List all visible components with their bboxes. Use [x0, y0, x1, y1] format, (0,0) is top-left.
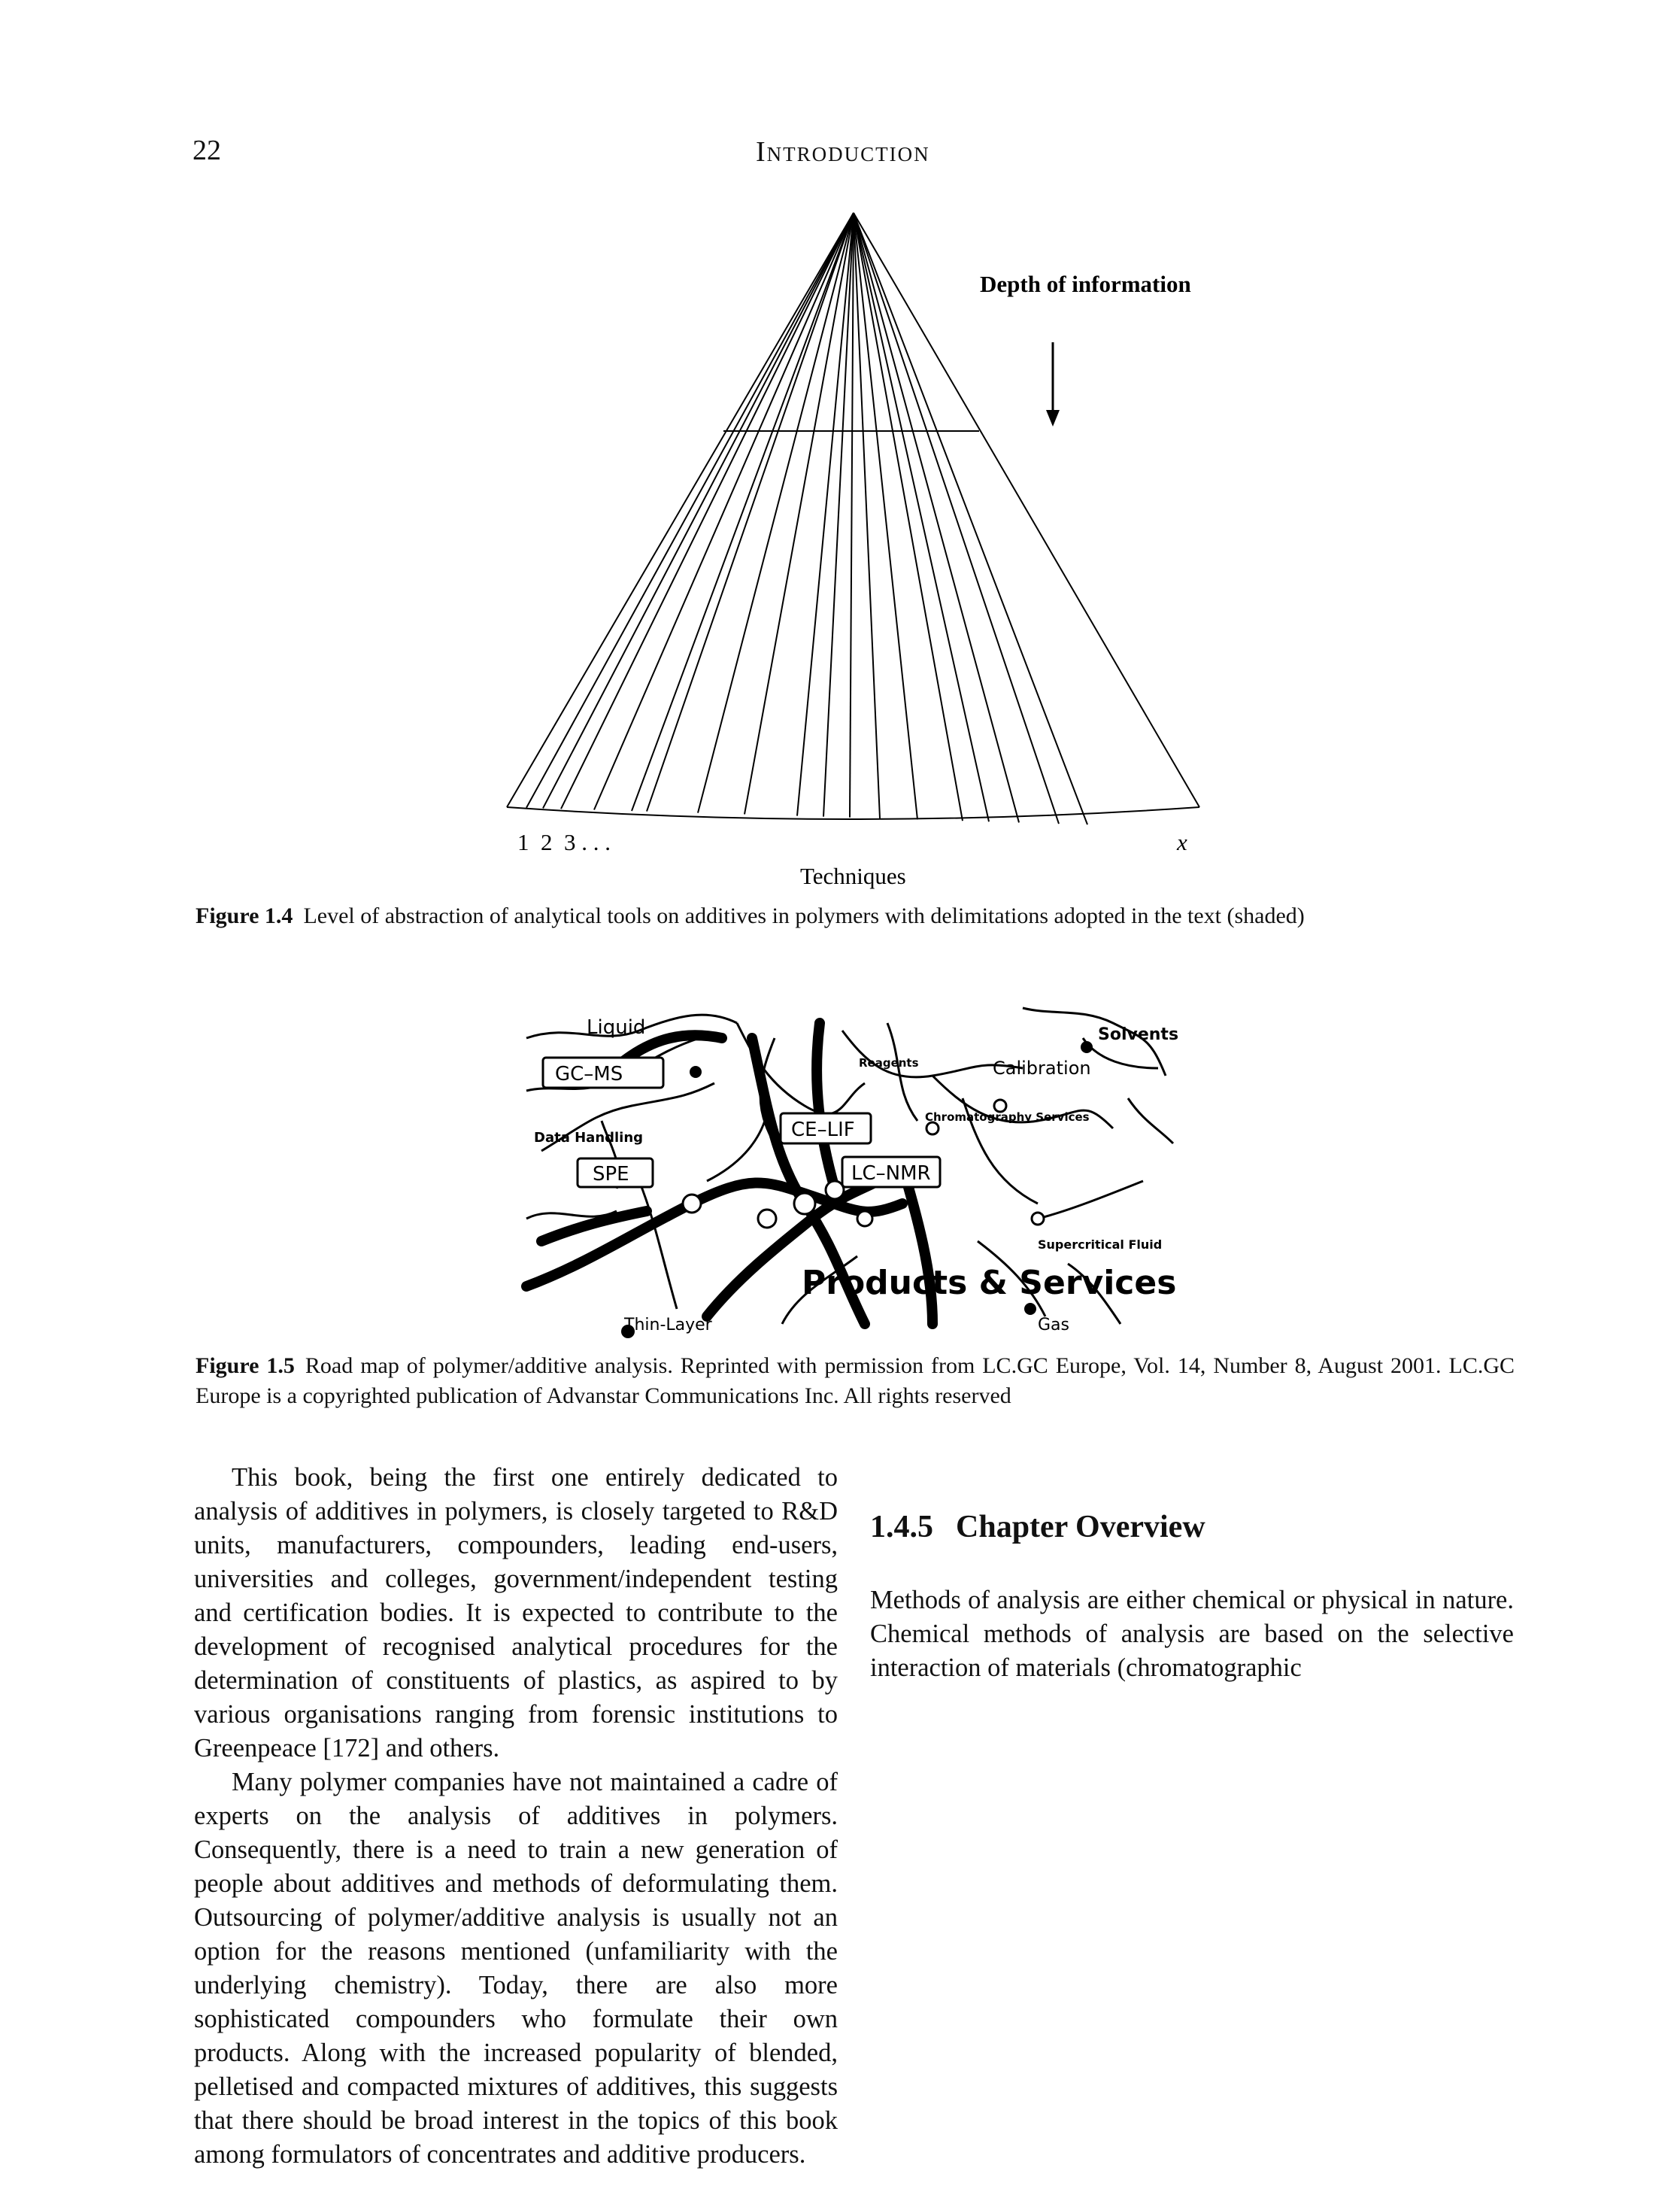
body-column-left: This book, being the first one entirely … [194, 1461, 838, 2172]
figure-1-4-caption: Figure 1.4 Level of abstraction of analyt… [196, 901, 1504, 931]
depth-arrow-head [1046, 410, 1060, 427]
map-label-chromatography-services: Chromatography Services [925, 1110, 1090, 1124]
map-label-thin-layer: Thin-Layer [623, 1316, 713, 1334]
map-label-ce-lif: CE–LIF [791, 1119, 855, 1141]
figure-1-5-caption-label: Figure 1.5 [196, 1353, 295, 1378]
map-label-lc-nmr: LC–NMR [851, 1162, 931, 1185]
paragraph-1: This book, being the first one entirely … [194, 1463, 838, 1762]
map-label-supercritical-fluid: Supercritical Fluid [1038, 1237, 1162, 1252]
depth-of-information-label: Depth of information [980, 271, 1191, 297]
map-label-spe: SPE [593, 1163, 629, 1186]
figure-1-4-diagram: Depth of information 1 2 3 . . . x Techn… [506, 212, 1200, 889]
map-label-gc-ms: GC–MS [555, 1063, 623, 1085]
technique-index-labels: 1 2 3 . . . [517, 829, 611, 855]
map-label-reagents: Reagents [859, 1056, 919, 1070]
technique-x-label: x [1176, 829, 1187, 855]
map-label-solvents: Solvents [1098, 1025, 1178, 1044]
map-label-data-handling: Data Handling [534, 1130, 643, 1146]
section-title: Chapter Overview [956, 1510, 1205, 1544]
map-label-calibration: Calibration [993, 1058, 1091, 1079]
paragraph-2: Many polymer companies have not maintain… [194, 1768, 838, 2169]
map-label-products-services: Products & Services [802, 1264, 1176, 1302]
pyramid-fan-lines [506, 212, 1200, 825]
map-label-liquid: Liquid [587, 1016, 645, 1039]
map-label-boxes [541, 1056, 942, 1189]
techniques-axis-title: Techniques [800, 863, 906, 889]
page-number: 22 [193, 135, 221, 166]
section-heading: 1.4.5 Chapter Overview [870, 1510, 1514, 1544]
map-label-gas: Gas [1038, 1316, 1069, 1334]
figure-1-4-caption-label: Figure 1.4 [196, 903, 293, 928]
figure-1-5-road-map: Liquid GC–MS Reagents Solvents Calibrati… [521, 1006, 1178, 1338]
map-location-dots [621, 1041, 1093, 1338]
figure-1-5-caption-text: Road map of polymer/additive analysis. R… [196, 1353, 1515, 1408]
section-number: 1.4.5 [870, 1510, 933, 1544]
running-head: Introduction [756, 136, 930, 168]
body-column-right: 1.4.5 Chapter Overview Methods of analysi… [870, 1461, 1514, 1685]
figure-1-4-caption-text: Level of abstraction of analytical tools… [303, 903, 1305, 928]
map-junctions [681, 1098, 1045, 1229]
paragraph-3: Methods of analysis are either chemical … [870, 1586, 1514, 1682]
